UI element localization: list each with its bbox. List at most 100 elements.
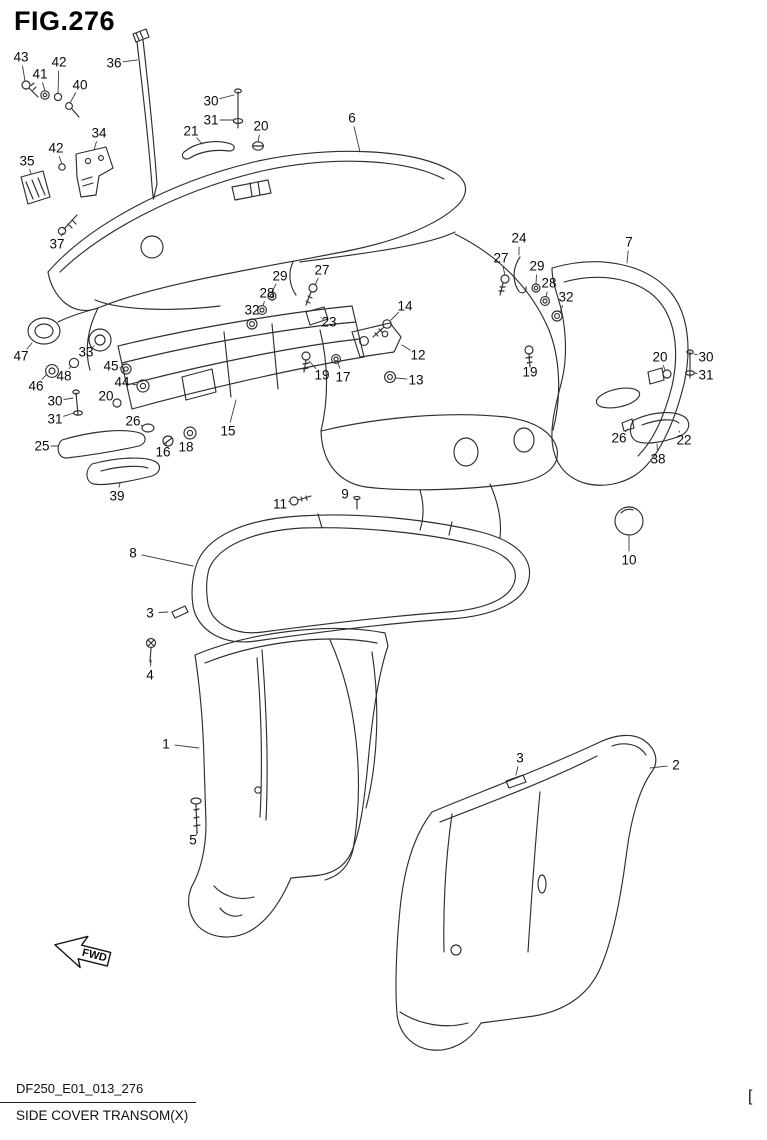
part-callout-9: 9 xyxy=(341,487,349,502)
part-callout-30: 30 xyxy=(47,394,62,409)
callout-leader-line xyxy=(390,311,400,321)
center-fasteners xyxy=(246,261,402,510)
part-callout-32: 32 xyxy=(244,303,259,318)
part-callout-2: 2 xyxy=(672,758,680,773)
bolt xyxy=(162,435,174,447)
callout-leader-line xyxy=(262,301,265,307)
clip xyxy=(505,774,527,789)
bolt-head xyxy=(289,496,299,506)
part-callout-37: 37 xyxy=(49,237,64,252)
hardware-top-left xyxy=(20,80,114,236)
callout-leader-line xyxy=(535,274,537,285)
callout-leader-line xyxy=(22,65,26,82)
part-callout-15: 15 xyxy=(220,424,235,439)
callout-leader-line xyxy=(196,137,203,145)
part-callout-43: 43 xyxy=(13,50,28,65)
clip xyxy=(171,605,189,619)
grommet xyxy=(88,328,112,352)
right-side-cover xyxy=(551,261,689,486)
fwd-label: FWD xyxy=(81,947,108,965)
callout-leader-line xyxy=(63,412,75,417)
part-callout-20: 20 xyxy=(253,119,268,134)
part-callout-1: 1 xyxy=(162,737,170,752)
callout-leader-line xyxy=(195,831,199,836)
part-callout-19: 19 xyxy=(314,368,329,383)
part-callout-27: 27 xyxy=(493,251,508,266)
part-callout-48: 48 xyxy=(56,369,71,384)
part-callout-25: 25 xyxy=(34,439,49,454)
callout-leader-line xyxy=(69,92,77,104)
part-callout-17: 17 xyxy=(335,370,350,385)
part-callout-44: 44 xyxy=(114,375,130,390)
part-callout-40: 40 xyxy=(72,78,87,93)
washer xyxy=(120,363,132,375)
bolt-head xyxy=(500,274,510,284)
callout-leader-line xyxy=(41,373,48,380)
washer xyxy=(531,283,541,293)
part-callout-5: 5 xyxy=(189,833,197,848)
part-callout-30: 30 xyxy=(203,94,218,109)
callout-leader-line xyxy=(515,766,519,776)
callout-leader-line xyxy=(140,424,144,427)
part-callout-47: 47 xyxy=(13,349,28,364)
part-callout-13: 13 xyxy=(408,373,423,388)
part-callout-32: 32 xyxy=(558,290,573,305)
callout-leader-line xyxy=(63,397,74,400)
part-callout-42: 42 xyxy=(51,55,66,70)
part-callout-3: 3 xyxy=(146,606,154,621)
callout-leader-line xyxy=(219,94,235,100)
part-callout-41: 41 xyxy=(32,67,47,82)
callout-leader-line xyxy=(57,70,60,94)
bolt-head xyxy=(524,345,534,355)
callout-leader-line xyxy=(118,482,121,488)
screw xyxy=(65,102,73,110)
part-callout-29: 29 xyxy=(529,259,544,274)
callout-leader-line xyxy=(174,744,200,749)
washer xyxy=(68,357,80,369)
part-callout-39: 39 xyxy=(109,489,124,504)
part-callout-46: 46 xyxy=(28,379,43,394)
callout-leader-line xyxy=(662,364,666,371)
callout-leader-line xyxy=(229,399,237,423)
part-callout-23: 23 xyxy=(321,315,336,330)
callout-leader-line xyxy=(401,344,411,351)
grommet xyxy=(183,426,197,440)
washer xyxy=(40,90,50,100)
transom-main-body xyxy=(319,233,560,539)
part-callout-6: 6 xyxy=(348,111,356,126)
footer-divider xyxy=(0,1102,196,1103)
fwd-direction-arrow: FWD xyxy=(54,935,112,969)
grommet xyxy=(246,318,258,330)
part-callout-33: 33 xyxy=(78,345,93,360)
callout-leader-line xyxy=(257,134,260,143)
part-callout-10: 10 xyxy=(621,553,636,568)
callout-leader-line xyxy=(353,126,361,153)
callout-leader-line xyxy=(93,141,97,151)
callout-leader-line xyxy=(58,155,63,165)
callout-leader-line xyxy=(314,277,319,286)
hardware-top-middle xyxy=(181,88,264,160)
figure-code: DF250_E01_013_276 xyxy=(16,1081,144,1096)
callout-leader-line xyxy=(165,443,167,446)
grommet xyxy=(551,310,563,322)
clip xyxy=(181,141,235,160)
corner-bracket: [ xyxy=(748,1088,753,1105)
ring xyxy=(45,364,59,378)
clip xyxy=(621,418,635,432)
callout-leader-line xyxy=(141,554,194,567)
washer xyxy=(331,354,341,364)
nut xyxy=(112,398,122,408)
hook xyxy=(513,256,527,294)
side-plates-left xyxy=(57,430,161,486)
figure-caption: SIDE COVER TRANSOM(X) xyxy=(16,1108,189,1123)
part-callout-28: 28 xyxy=(541,276,556,291)
part-callout-21: 21 xyxy=(183,124,198,139)
part-callout-11: 11 xyxy=(273,497,287,512)
figure-title: FIG.276 xyxy=(14,6,116,36)
plate xyxy=(20,170,51,205)
callout-leader-line xyxy=(545,291,548,298)
part-callout-45: 45 xyxy=(103,359,118,374)
bracket xyxy=(305,306,329,326)
